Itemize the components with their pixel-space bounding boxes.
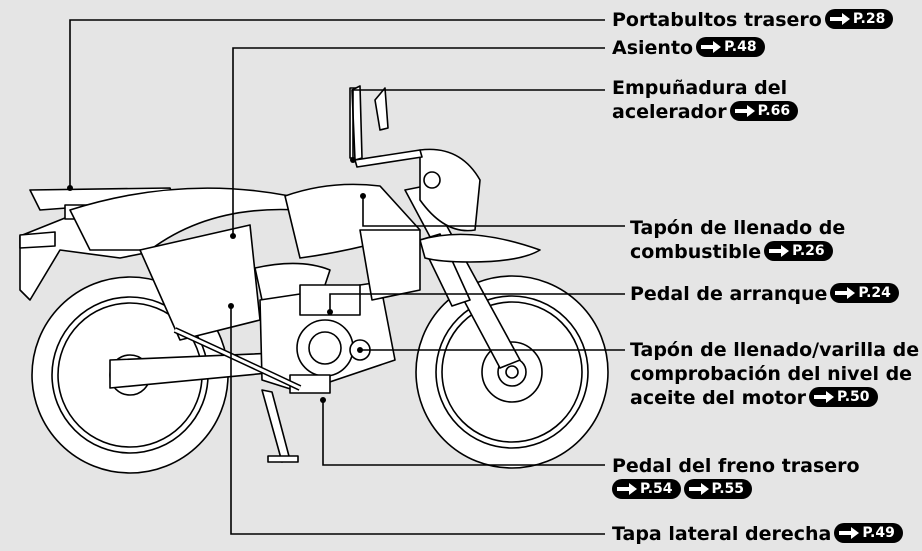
label-text: Pedal del freno trasero xyxy=(612,455,860,477)
page-reference[interactable]: P.54 xyxy=(612,479,681,499)
label-tapon-aceite: Tapón de llenado/varilla de comprobación… xyxy=(630,338,919,410)
kickstand xyxy=(261,389,291,463)
arrow-right-icon xyxy=(734,105,755,117)
arrow-right-icon xyxy=(829,13,850,25)
arrow-right-icon xyxy=(688,483,709,495)
label-text: Tapón de llenado de xyxy=(630,217,846,239)
front-fender xyxy=(419,233,541,263)
label-text: Tapón de llenado/varilla de xyxy=(630,339,920,361)
leader-lines xyxy=(69,19,625,535)
arrow-right-icon xyxy=(701,41,722,53)
leader-dots xyxy=(67,157,366,403)
page-reference[interactable]: P.49 xyxy=(834,523,903,543)
page-reference[interactable]: P.26 xyxy=(764,241,833,261)
headlight xyxy=(419,148,481,232)
front-fork xyxy=(404,185,521,369)
arrow-right-icon xyxy=(839,527,860,539)
arrow-right-icon xyxy=(814,391,835,403)
page-reference[interactable]: P.50 xyxy=(809,387,878,407)
label-text: Portabultos trasero xyxy=(612,9,822,31)
arrow-right-icon xyxy=(617,483,637,495)
page-reference[interactable]: P.55 xyxy=(683,479,752,499)
page-reference[interactable]: P.66 xyxy=(729,101,799,121)
label-text: Empuñadura del xyxy=(612,77,788,99)
arrow-right-icon xyxy=(769,245,790,257)
label-text: Tapa lateral derecha xyxy=(612,523,832,545)
page-reference[interactable]: P.48 xyxy=(696,37,765,57)
handlebar xyxy=(354,149,423,168)
page-reference[interactable]: P.24 xyxy=(830,283,899,303)
front-wheel xyxy=(415,275,609,469)
arrow-right-icon xyxy=(835,287,856,299)
page-reference[interactable]: P.28 xyxy=(824,9,894,29)
label-text: Pedal de arranque xyxy=(630,283,828,305)
label-text: Asiento xyxy=(612,37,694,59)
label-text: combustible xyxy=(630,241,762,263)
label-text: aceite del motor xyxy=(630,387,807,409)
label-text: comprobación del nivel de xyxy=(630,363,913,385)
label-text: acelerador xyxy=(612,101,727,123)
